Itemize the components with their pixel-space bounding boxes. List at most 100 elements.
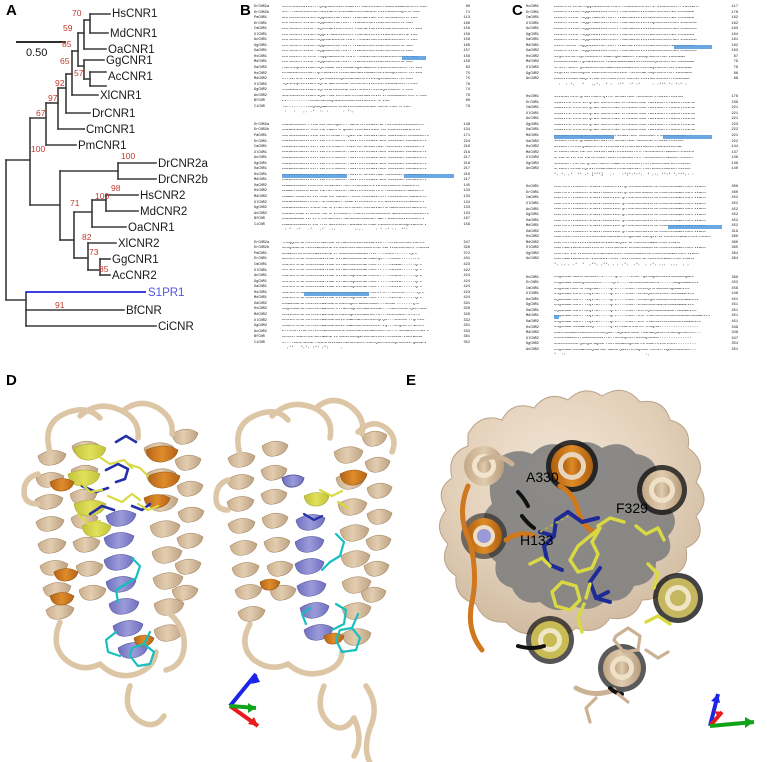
alignment-row-name: HsCNR1 [526,95,539,100]
alignment-row-name: AcCNR2 [254,329,267,334]
alignment-row-name: CmCNR1 [254,145,267,150]
bootstrap-value: 97 [48,93,58,103]
alignment-row-position: 451 [731,314,738,319]
alignment-row-name: MdCNR1 [526,134,539,138]
alignment-row-sequence: LALADLLGGVIFVIYFIDFEVTKKDS--RNVFLLFKLGGV… [282,145,425,149]
alignment-row-position: 166 [463,21,470,26]
bootstrap-value: 91 [55,300,65,310]
alignment-row-position: 422 [463,268,470,273]
alignment-row-sequence: SLLGSEFDVVFQPWVFRRDS-QVFLFKLGGVTASFTASVG… [554,96,685,100]
alignment-row-position: 222 [731,139,738,144]
alignment-row-position: 452 [731,207,738,212]
alignment-row-name: AcCNR2 [526,167,539,172]
residue-label-h133: H133 [520,532,554,548]
alignment-row-position: 75 [465,71,470,76]
alignment-row-position: 372 [463,251,470,256]
alignment-row-name: AcCNR1 [254,274,267,279]
bootstrap-value: 57 [74,68,84,78]
alignment-row-position: 144 [731,145,738,150]
bootstrap-value: 100 [31,144,45,154]
tree-tip-label: CmCNR1 [86,124,135,136]
panel-a-label: A [6,2,17,19]
alignment-row-name: XlCNR1 [526,292,539,297]
alignment-row-sequence: SLASVVIFVVSFIDFQFWVFRRDS-RNVFLFKLGGVTASF… [554,101,697,105]
alignment-row-position: 167 [463,217,470,222]
alignment-row-position: 451 [731,308,738,313]
alignment-row-position: 360 [731,235,738,240]
tree-tip-label: BfCNR [126,305,162,317]
alignment-row-name: DrCNR1 [526,10,539,15]
alignment-row-sequence: LARTSFLTIMAVLLTIMGSVFLAIMVDVFQFMVSMHMCKS… [554,208,706,212]
alignment-row-position: 216 [463,145,470,150]
alignment-row-sequence: LAVADLLGGVIFVIYFIDFEVTMRKDS--RNVFLLFKLGG… [282,157,427,161]
alignment-row-sequence: LAVADLLGGVIFVIYFIDFEVTMRKDS--RNVFLLFKLGG… [282,168,427,172]
alignment-row-sequence: SIQCVLFLAMSSQKSFIAIDCIDVMSLCIESFTSLCMSWF… [554,72,692,76]
alignment-row-sequence: SLLASMFFVSFVDFQFWVFHRDST-NAAFVFLKIGSVTFS… [554,162,692,166]
alignment-row-position: 79 [465,104,470,109]
alignment-row-position: 218 [463,161,470,166]
alignment-row-sequence: ENMECFMILSD-SQQLAIAVLSLTLGTFTVGEMALVLVCV… [554,28,697,31]
alignment-row-position: 71 [465,10,470,15]
alignment-row-name: HsCNR1 [526,185,539,190]
alignment-row-position: 133 [463,211,470,216]
alignment-row-name: CmCNR1 [526,286,539,291]
alignment-row-name: GgCNR1 [254,43,267,48]
alignment-row-position: 176 [731,95,738,100]
alignment-row-position: 74 [465,88,470,93]
alignment-row-sequence: SFLASFFDVVWFLQFNVFHLADSRNSFLLSLGGVSNTFFS… [554,168,692,172]
alignment-row-name: HsCNR2 [526,325,539,330]
alignment-row-position: 86 [733,71,738,76]
alignment-row-sequence: MNKLKTVFAFCSTLCLLWNSMNMRHIIYAWRSHLHCSLLK… [282,324,425,328]
alignment-row-sequence: VAFSDLLASGVFVISFIDFEFMRKDT--QNVFLNFLSLGG… [282,134,430,138]
alignment-row-position: 424 [463,274,470,279]
alignment-row-position: 178 [731,10,738,15]
alignment-row-name: OaCNR2 [526,229,539,234]
alignment-row-position: 319 [731,229,738,234]
alignment-row-sequence: SLASVVIFVVSFVDFQFWVFRRDS-RNVFLFKLGGVTASF… [554,118,697,122]
alignment-row-sequence: ENFMDMECFVLISP-SQQLADVLSLTLGTFTVGENLVGCV… [282,50,413,54]
alignment-row-name: GgCNR2 [526,251,539,256]
alignment-row-name: HsCNR2 [254,189,267,194]
alignment-row-name: GgCNR2 [526,161,539,166]
alignment-row-sequence: RKELSRSAAHCLAUMMCCVRSLQSR--AQERAFRASFTSS… [554,331,702,335]
alignment-row-position: 399 [731,275,738,280]
bootstrap-value: 98 [111,183,121,193]
alignment-row-name: HsCNR2 [526,54,539,59]
alignment-row-name: CmCNR1 [254,27,267,32]
alignment-row-sequence: RQGSRAAFRSMFFRCQVTA-----QFL----DSS--DSFC… [554,309,697,313]
bootstrap-value: 85 [62,39,72,49]
alignment-row-position: 60 [465,99,470,104]
alignment-row-name: XlCNR1 [526,202,539,207]
alignment-row-position: 79 [733,60,738,65]
alignment-row-sequence: ENMECFVLISP-SQQSTAALSILTLGTFTVGEMALVLVCV… [554,22,697,26]
alignment-row-position: 134 [463,200,470,205]
alignment-row-name: HsCNR1 [254,172,267,177]
alignment-row-name: BfCNR [254,217,265,222]
alignment-row-sequence: LARTSFFMVLVLMVLGSLAISMVASLNEQSVFAFCSMLCL… [554,241,681,245]
alignment-row-position: 133 [463,195,470,200]
alignment-row-name: XlCNR2 [526,156,539,161]
alignment-row-position: 164 [731,32,738,37]
